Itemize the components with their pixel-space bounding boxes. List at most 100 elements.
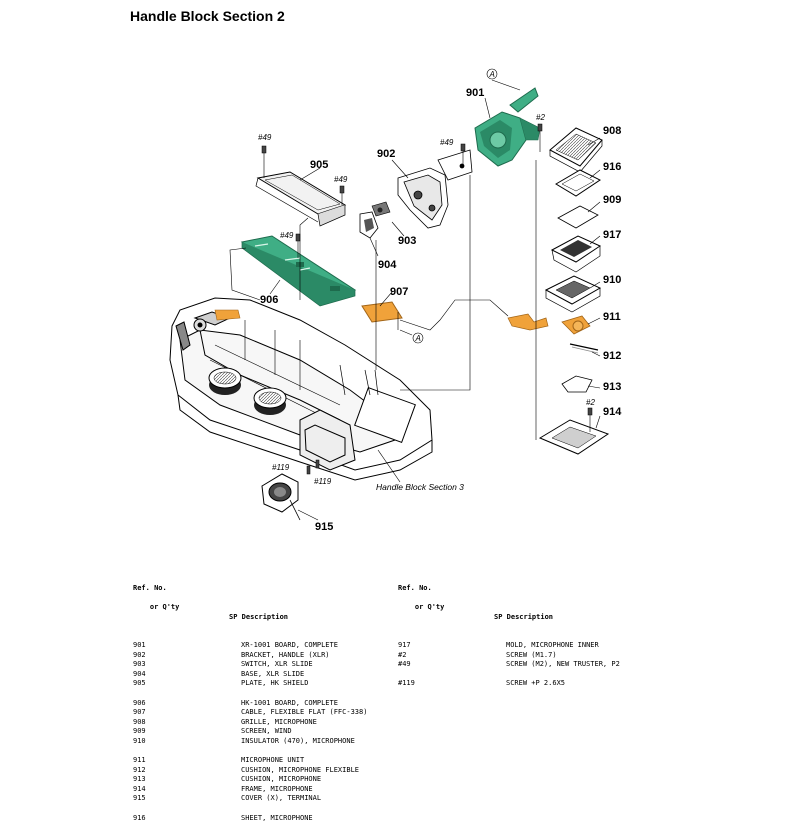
- table-row: 912 CUSHION, MICROPHONE FLEXIBLE: [133, 766, 383, 776]
- row-ref: 915: [133, 794, 146, 803]
- screw-label-49: #49: [258, 133, 272, 142]
- row-description: SCREEN, WIND: [241, 727, 292, 736]
- row-ref: 906: [133, 698, 146, 707]
- part-913-cushion: [561, 375, 593, 393]
- row-description: CUSHION, MICROPHONE FLEXIBLE: [241, 765, 360, 774]
- row-description: BASE, XLR SLIDE: [241, 669, 305, 678]
- table-row: 911 MICROPHONE UNIT: [133, 756, 383, 766]
- row-ref: 909: [133, 727, 146, 736]
- screw-label-119: #119: [314, 477, 332, 486]
- table-row: 916 SHEET, MICROPHONE: [133, 814, 383, 823]
- row-ref: 916: [133, 813, 146, 822]
- part-902-bracket: [397, 149, 473, 229]
- table-row: 915 COVER (X), TERMINAL: [133, 794, 383, 804]
- table-row: 902 BRACKET, HANDLE (XLR): [133, 651, 383, 661]
- callout-913: 913: [603, 381, 621, 393]
- row-ref: 911: [133, 756, 146, 765]
- svg-text:A: A: [415, 334, 421, 343]
- part-915-cover: [261, 473, 301, 521]
- callout-906: 906: [260, 294, 278, 306]
- callout-907: 907: [390, 286, 408, 298]
- row-ref: #2: [398, 650, 407, 659]
- parts-table-left: Ref. No. or Q'ty SP Description 901 XR-10…: [133, 584, 383, 823]
- screw-icon: [295, 233, 301, 242]
- knob-left: [208, 367, 242, 395]
- part-914-frame: [538, 419, 610, 455]
- screw-label-2: #2: [586, 398, 595, 407]
- callout-902: 902: [377, 148, 395, 160]
- screw-label-49: #49: [440, 138, 454, 147]
- exploded-diagram: A A 901 902 903 904 905 906 907 908 909 …: [169, 68, 622, 533]
- row-ref: #49: [398, 660, 411, 669]
- row-ref: 910: [133, 736, 146, 745]
- row-ref: 907: [133, 708, 146, 717]
- row-ref: 913: [133, 775, 146, 784]
- part-906-board: [240, 235, 357, 307]
- row-ref: #119: [398, 679, 415, 688]
- page-title: Handle Block Section 2: [130, 8, 285, 24]
- row-description: SWITCH, XLR SLIDE: [241, 660, 313, 669]
- left-rows: 901 XR-1001 BOARD, COMPLETE 902 BRACKET, HA…: [133, 641, 383, 823]
- row-description: MICROPHONE UNIT: [241, 756, 305, 765]
- part-907-cable: [361, 301, 403, 323]
- callout-909: 909: [603, 194, 621, 206]
- row-ref: 914: [133, 784, 146, 793]
- header-desc: SP Description: [229, 612, 289, 621]
- ref-marker-a-top: A: [486, 68, 498, 80]
- row-description: BRACKET, HANDLE (XLR): [241, 650, 330, 659]
- table-row: #49 SCREW (M2), NEW TRUSTER, P2: [398, 660, 658, 670]
- header-ref-line1: Ref. No.: [133, 584, 167, 592]
- callout-912: 912: [603, 350, 621, 362]
- part-911-microphone-unit: [507, 313, 591, 335]
- row-ref: 912: [133, 765, 146, 774]
- callout-910: 910: [603, 274, 621, 286]
- screw-icon: [460, 143, 466, 152]
- row-ref: 901: [133, 640, 146, 649]
- screw-icon: [339, 185, 345, 194]
- part-909-screen: [557, 205, 599, 229]
- handle-body: [169, 297, 433, 481]
- callout-908: 908: [603, 125, 621, 137]
- part-910-insulator: [544, 275, 602, 313]
- svg-text:A: A: [489, 70, 495, 79]
- screw-icon: [587, 407, 593, 416]
- callout-905: 905: [310, 159, 328, 171]
- screw-icon: [261, 145, 267, 154]
- screw-icon: [315, 459, 320, 469]
- part-903-switch: [371, 201, 391, 217]
- header-ref-line1: Ref. No.: [398, 584, 432, 592]
- row-ref: 917: [398, 640, 411, 649]
- header-ref-line2: or Q'ty: [414, 603, 445, 612]
- row-description: XR-1001 BOARD, COMPLETE: [241, 640, 338, 649]
- table-row: 904 BASE, XLR SLIDE: [133, 670, 383, 680]
- callout-914: 914: [603, 406, 622, 418]
- row-description: SHEET, MICROPHONE: [241, 813, 313, 822]
- callout-901: 901: [466, 87, 484, 99]
- row-ref: 904: [133, 669, 146, 678]
- screw-label-49: #49: [334, 175, 348, 184]
- callout-903: 903: [398, 235, 416, 247]
- header-ref-line2: or Q'ty: [149, 603, 180, 612]
- row-description: SCREW (M2), NEW TRUSTER, P2: [506, 660, 620, 669]
- callout-911: 911: [603, 311, 621, 323]
- screw-label-119: #119: [272, 463, 290, 472]
- table-row: 901 XR-1001 BOARD, COMPLETE: [133, 641, 383, 651]
- part-904-base: [359, 211, 379, 239]
- table-row: 913 CUSHION, MICROPHONE: [133, 775, 383, 785]
- callout-904: 904: [378, 259, 397, 271]
- part-916-sheet: [555, 169, 601, 197]
- row-description: COVER (X), TERMINAL: [241, 794, 322, 803]
- row-description: CUSHION, MICROPHONE: [241, 775, 322, 784]
- row-ref: 908: [133, 717, 146, 726]
- row-ref: 902: [133, 650, 146, 659]
- screw-icon: [306, 465, 311, 475]
